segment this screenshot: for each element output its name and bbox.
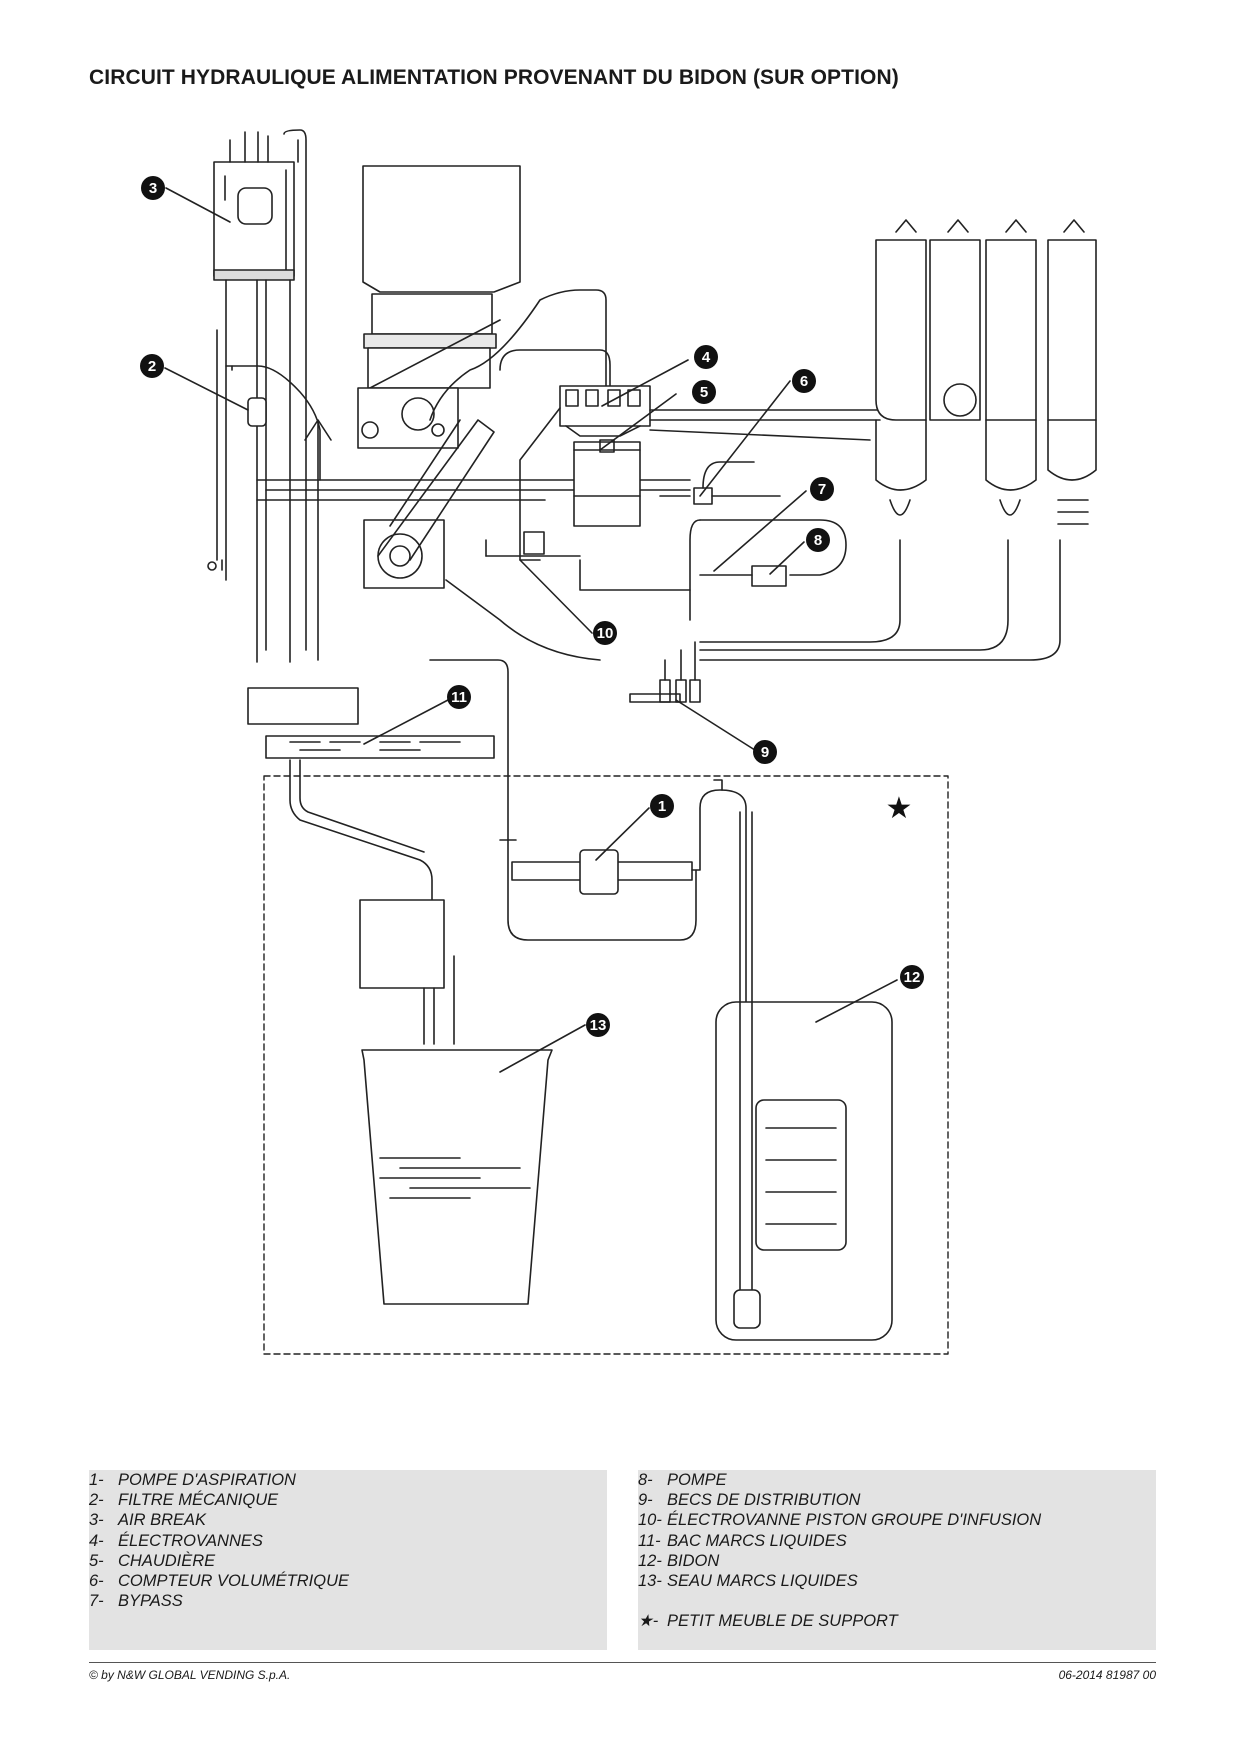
legend-item-11: 11-BAC MARCS LIQUIDES	[638, 1531, 847, 1550]
legend-item-6: 6-COMPTEUR VOLUMÉTRIQUE	[89, 1571, 350, 1590]
callout-1: 1	[650, 794, 674, 818]
callout-9: 9	[753, 740, 777, 764]
callout-2: 2	[140, 354, 164, 378]
legend-right-list: 8-POMPE 9-BECS DE DISTRIBUTION 10-ÉLECTR…	[638, 1470, 1041, 1631]
svg-text:1: 1	[658, 798, 666, 815]
callout-12: 12	[900, 965, 924, 989]
dispensing-spouts	[629, 641, 701, 703]
legend-item-1: 1-POMPE D'ASPIRATION	[89, 1471, 296, 1489]
electrovalves-boiler	[519, 385, 881, 561]
svg-text:3: 3	[149, 180, 157, 197]
legend-item-12: 12-BIDON	[638, 1551, 720, 1570]
legend-item-4: 4-ÉLECTROVANNES	[89, 1531, 263, 1550]
footer-document-code: 06-2014 81987 00	[1058, 1668, 1156, 1682]
bypass-and-pump	[579, 519, 847, 621]
svg-text:4: 4	[702, 349, 711, 366]
footer-copyright: © by N&W GLOBAL VENDING S.p.A.	[89, 1668, 291, 1682]
legend-item-star: ★-PETIT MEUBLE DE SUPPORT	[638, 1612, 898, 1631]
svg-text:8: 8	[814, 532, 822, 549]
legend-item-3: 3-AIR BREAK	[89, 1511, 207, 1530]
callout-3: 3	[141, 176, 165, 200]
hopper-grinder	[357, 165, 521, 449]
callout-7: 7	[810, 477, 834, 501]
liquid-waste-bucket	[359, 899, 553, 1305]
callout-5: 5	[692, 380, 716, 404]
svg-text:12: 12	[904, 969, 921, 986]
footer-divider	[89, 1662, 1156, 1663]
svg-text:2: 2	[148, 358, 156, 375]
volumetric-counter	[659, 461, 781, 505]
legend-item-8: 8-POMPE	[638, 1471, 727, 1489]
callout-13: 13	[586, 1013, 610, 1037]
product-canisters	[699, 219, 1097, 661]
page-title: CIRCUIT HYDRAULIQUE ALIMENTATION PROVENA…	[89, 66, 899, 89]
legend-item-5: 5-CHAUDIÈRE	[89, 1551, 216, 1570]
callout-8: 8	[806, 528, 830, 552]
callout-11: 11	[447, 685, 471, 709]
mechanical-filter	[207, 329, 321, 571]
suction-pump	[507, 779, 747, 1021]
svg-text:5: 5	[700, 384, 708, 401]
legend-item-10: 10-ÉLECTROVANNE PISTON GROUPE D'INFUSION	[638, 1511, 1042, 1530]
callout-4: 4	[694, 345, 718, 369]
legend-item-2: 2-FILTRE MÉCANIQUE	[89, 1491, 279, 1510]
svg-text:7: 7	[818, 481, 826, 498]
svg-text:11: 11	[451, 689, 467, 706]
liquid-waste-tray-area	[247, 659, 517, 841]
svg-text:10: 10	[597, 625, 614, 642]
water-canister	[715, 811, 893, 1341]
support-cabinet-outline	[263, 775, 949, 1355]
callout-10: 10	[593, 621, 617, 645]
air-break-unit	[213, 129, 307, 651]
svg-text:6: 6	[800, 373, 808, 390]
infusion-group	[363, 289, 611, 661]
legend-left-panel: 1-POMPE D'ASPIRATION 2-FILTRE MÉCANIQUE …	[89, 1470, 607, 1650]
callout-6: 6	[792, 369, 816, 393]
svg-text:13: 13	[590, 1017, 607, 1034]
svg-text:9: 9	[761, 744, 769, 761]
legend-item-9: 9-BECS DE DISTRIBUTION	[638, 1491, 861, 1510]
piston-electrovalve	[485, 531, 581, 557]
hydraulic-circuit-diagram: 1 2 3 4 5 6 7 8 9 10 11 12 13 ★	[140, 129, 1097, 1355]
legend-item-7: 7-BYPASS	[89, 1592, 183, 1611]
legend-right-panel: 8-POMPE 9-BECS DE DISTRIBUTION 10-ÉLECTR…	[638, 1470, 1156, 1650]
legend-left-list: 1-POMPE D'ASPIRATION 2-FILTRE MÉCANIQUE …	[89, 1470, 349, 1611]
legend-item-13: 13-SEAU MARCS LIQUIDES	[638, 1571, 858, 1590]
callouts: 1 2 3 4 5 6 7 8 9 10 11 12 13	[140, 176, 924, 1037]
star-marker: ★	[886, 791, 913, 826]
